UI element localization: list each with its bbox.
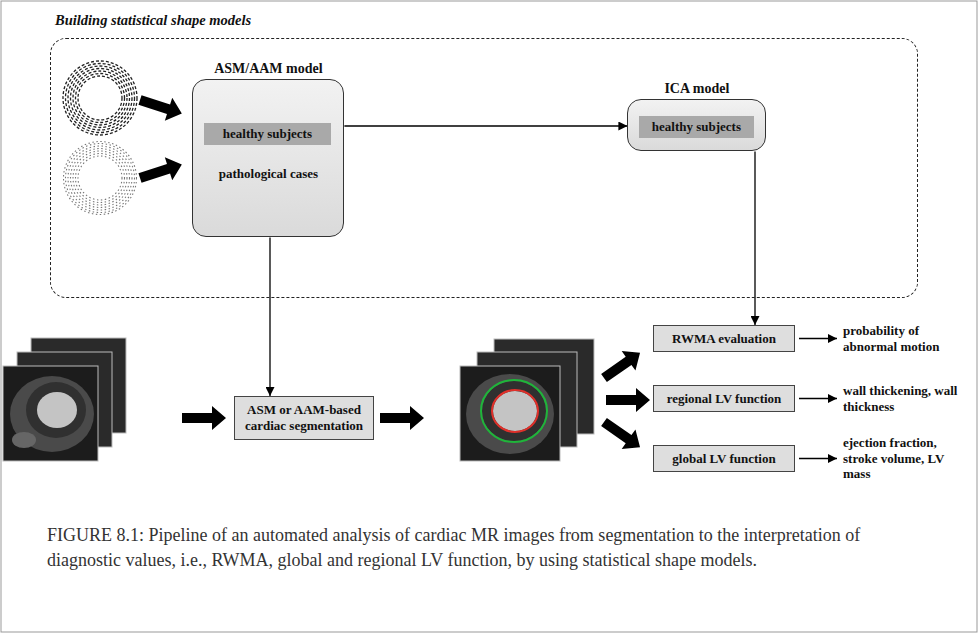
figure-caption: FIGURE 8.1: Pipeline of an automated ana…: [47, 523, 932, 573]
mr-slice: [460, 366, 560, 461]
endocardial-contour: [492, 390, 538, 432]
flow-arrow: [269, 237, 270, 396]
ring-line: [78, 76, 122, 120]
box-heading: ASM/AAM model: [163, 61, 373, 78]
block-arrow: [136, 153, 185, 189]
block-arrow: [606, 388, 650, 412]
ring-line: [63, 61, 137, 135]
box-text: ASM or AAM-based cardiac segmentation: [235, 402, 373, 433]
box-text: RWMA evaluation: [668, 331, 780, 347]
epicardial-contour: [481, 380, 547, 442]
ring-line: [78, 156, 122, 200]
mr-tissue: [10, 376, 94, 452]
ring-line: [73, 71, 127, 125]
mr-tissue: [466, 374, 554, 454]
ring-line: [66, 144, 135, 213]
model-box: ASM/AAM modelpathological caseshealthy s…: [192, 79, 344, 237]
ring-line: [68, 66, 132, 130]
block-arrow: [597, 412, 647, 457]
subset-band: healthy subjects: [204, 123, 331, 145]
group-region: Building statistical shape modelsASM/AAM…: [50, 38, 918, 298]
subset-band: healthy subjects: [639, 116, 754, 138]
box-text: regional LV function: [663, 391, 786, 407]
box-heading: pathological cases: [193, 166, 343, 182]
box-text: healthy subjects: [648, 119, 745, 135]
block-arrows: [136, 89, 650, 457]
block-arrow: [182, 406, 226, 430]
mr-slice: [3, 366, 98, 461]
ring-line: [71, 149, 130, 208]
flow-arrow: [344, 125, 627, 126]
ring-line: [76, 74, 125, 123]
shape-ring-pathological: [64, 142, 137, 215]
mr-myocardium: [26, 382, 86, 438]
mr-myocardium: [482, 381, 546, 441]
block-arrow: [380, 406, 424, 430]
ring-line: [71, 69, 130, 128]
mr-image-stack: [3, 338, 126, 461]
process-box: global LV function: [653, 445, 795, 472]
ring-line: [66, 64, 135, 133]
output-label: probability of abnormal motion: [843, 323, 971, 354]
ring-line: [73, 151, 127, 205]
mr-tissue: [12, 432, 36, 448]
output-label: ejection fraction, stroke volume, LV mas…: [843, 435, 971, 482]
output-arrow: [799, 458, 837, 459]
mr-blood-pool: [493, 391, 537, 431]
output-label: wall thickening, wall thickness: [843, 383, 971, 414]
process-box: RWMA evaluation: [653, 325, 795, 352]
process-box: regional LV function: [653, 385, 795, 412]
mr-blood-pool: [37, 392, 77, 428]
shape-ring-healthy: [63, 61, 137, 135]
ring-line: [64, 142, 137, 215]
box-text: global LV function: [668, 451, 779, 467]
box-heading: Building statistical shape models: [55, 12, 251, 29]
ring-line: [68, 146, 132, 210]
process-box: ASM or AAM-based cardiac segmentation: [234, 396, 374, 440]
box-text: healthy subjects: [219, 126, 316, 142]
box-heading: ICA model: [598, 81, 795, 98]
flow-arrow: [754, 151, 755, 325]
block-arrow: [597, 343, 647, 388]
ring-line: [76, 154, 125, 203]
model-box: ICA modelhealthy subjects: [627, 99, 766, 151]
block-arrow: [136, 89, 185, 125]
mr-image-stack-segmented: [460, 339, 594, 461]
output-arrow: [799, 398, 837, 399]
output-arrow: [799, 338, 837, 339]
